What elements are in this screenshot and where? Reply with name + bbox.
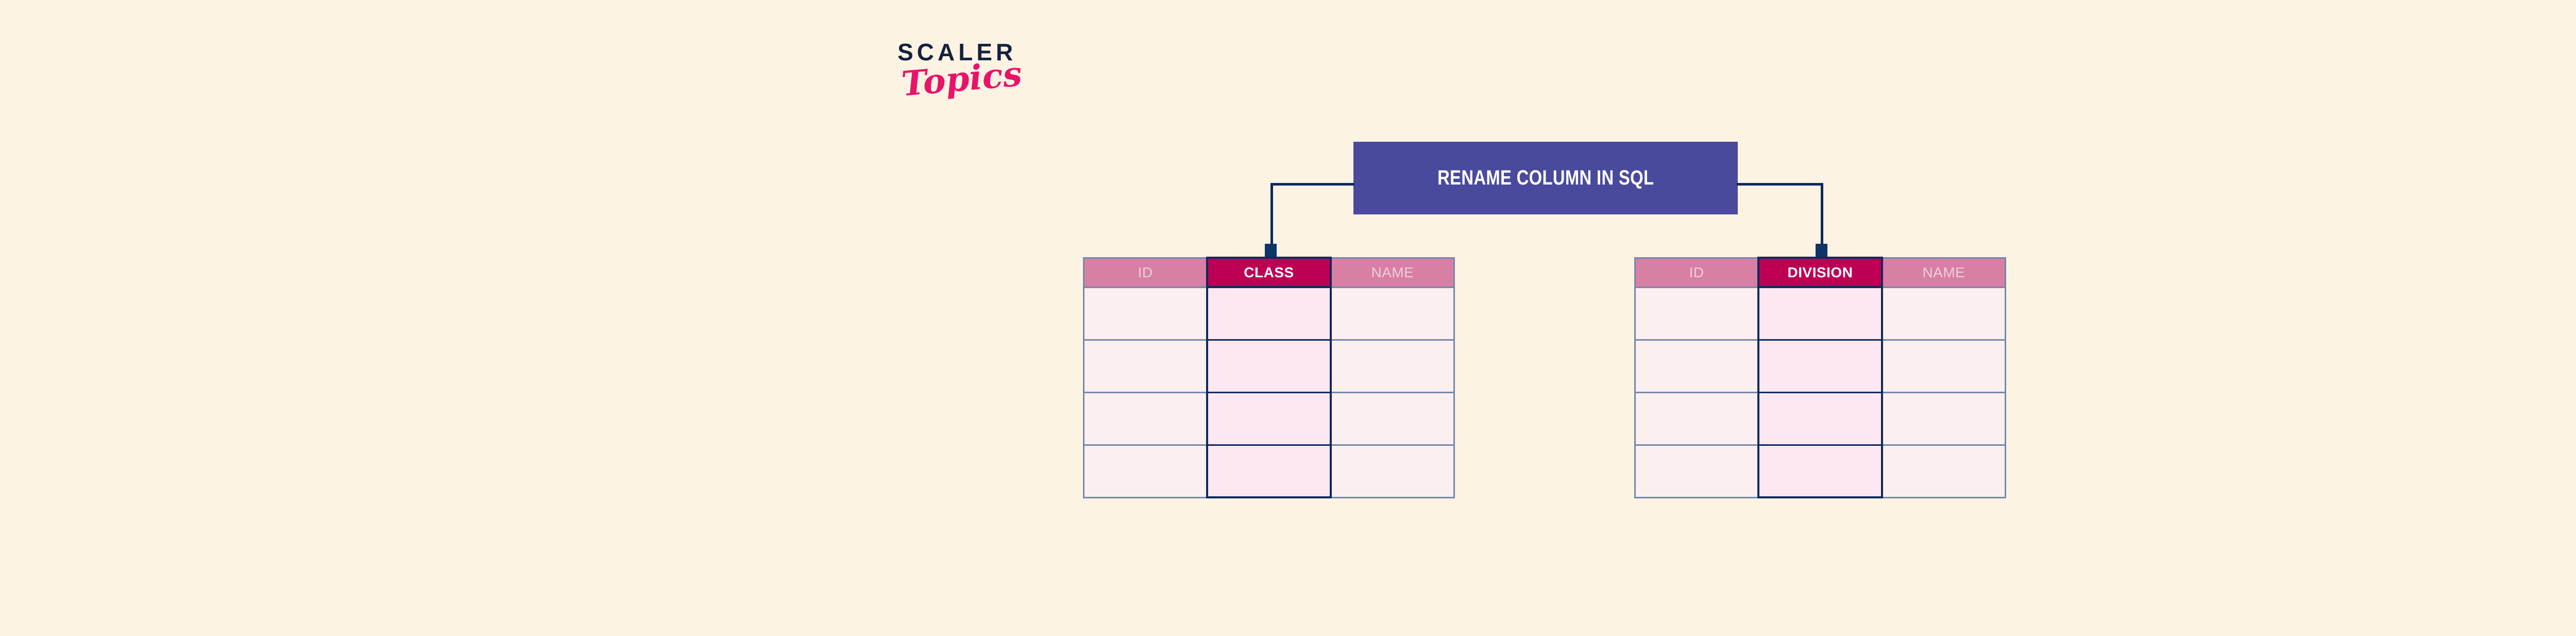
table-cell (1083, 339, 1208, 393)
table-cell (1881, 444, 2006, 498)
table-cell (1634, 286, 1759, 341)
connector-stub-right (1816, 244, 1827, 258)
title-banner: RENAME COLUMN IN SQL (1353, 142, 1738, 214)
table-cell-highlighted (1757, 391, 1883, 446)
table-renamed: ID DIVISION NAME (1634, 257, 2006, 498)
table-row (1634, 286, 2006, 341)
table-row (1083, 391, 1455, 446)
table-header-row: ID DIVISION NAME (1634, 257, 2006, 288)
table-cell-highlighted (1206, 339, 1332, 393)
connector-stub-left (1265, 244, 1277, 258)
logo-wordmark: SCALER (897, 39, 1017, 65)
table-row (1083, 286, 1455, 341)
table-row (1083, 444, 1455, 498)
column-header-name: NAME (1330, 257, 1455, 288)
table-cell (1083, 391, 1208, 446)
table-cell-highlighted (1757, 339, 1883, 393)
column-header-class: CLASS (1206, 257, 1332, 288)
table-row (1634, 444, 2006, 498)
table-cell (1881, 391, 2006, 446)
table-cell (1881, 339, 2006, 393)
column-header-name: NAME (1881, 257, 2006, 288)
table-cell-highlighted (1757, 286, 1883, 341)
connector-vertical-left (1270, 183, 1273, 249)
column-header-division: DIVISION (1757, 257, 1883, 288)
banner-title-text: RENAME COLUMN IN SQL (1437, 166, 1654, 189)
column-header-id: ID (1083, 257, 1208, 288)
table-cell (1083, 286, 1208, 341)
table-original: ID CLASS NAME (1083, 257, 1455, 498)
connector-vertical-right (1821, 183, 1823, 249)
table-header-row: ID CLASS NAME (1083, 257, 1455, 288)
table-row (1634, 391, 2006, 446)
table-cell (1330, 286, 1455, 341)
table-cell (1330, 444, 1455, 498)
table-cell-highlighted (1757, 444, 1883, 498)
column-header-id: ID (1634, 257, 1759, 288)
table-cell-highlighted (1206, 391, 1332, 446)
table-cell (1330, 391, 1455, 446)
table-cell (1634, 339, 1759, 393)
table-cell (1330, 339, 1455, 393)
table-cell (1083, 444, 1208, 498)
table-cell-highlighted (1206, 286, 1332, 341)
scaler-topics-logo: SCALER Topics (897, 40, 1114, 128)
table-row (1634, 339, 2006, 393)
table-cell-highlighted (1206, 444, 1332, 498)
connector-horizontal-right (1737, 183, 1823, 186)
table-cell (1881, 286, 2006, 341)
table-row (1083, 339, 1455, 393)
table-cell (1634, 444, 1759, 498)
connector-horizontal-left (1270, 183, 1354, 186)
table-cell (1634, 391, 1759, 446)
